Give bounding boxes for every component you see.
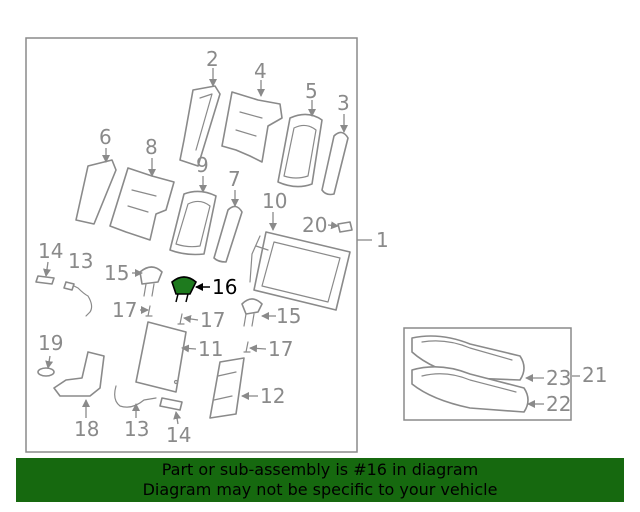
callout-15-right: 15 <box>276 304 301 328</box>
callout-17-middle: 17 <box>200 308 225 332</box>
part-9-back-cover <box>169 190 217 256</box>
callout-23: 23 <box>546 366 571 390</box>
part-14-upper-clip <box>35 275 55 285</box>
callout-19: 19 <box>38 331 63 355</box>
parts-diagram: 2 4 5 3 6 8 9 7 10 20 1 14 13 15 16 17 1… <box>25 37 607 453</box>
part-13-upper-cable <box>63 281 93 317</box>
cushion-assembly-frame <box>403 327 572 421</box>
callout-14-upper: 14 <box>38 239 63 263</box>
callout-12: 12 <box>260 384 285 408</box>
callout-11: 11 <box>198 337 223 361</box>
callout-18: 18 <box>74 417 99 441</box>
callout-3: 3 <box>337 91 350 115</box>
callout-2: 2 <box>206 47 219 71</box>
callout-10: 10 <box>262 189 287 213</box>
callout-1: 1 <box>376 228 389 252</box>
part-15-right-guide <box>241 298 263 327</box>
callout-4: 4 <box>254 59 267 83</box>
callout-13-upper: 13 <box>68 249 93 273</box>
callout-20: 20 <box>302 213 327 237</box>
callout-5: 5 <box>305 79 318 103</box>
callout-9: 9 <box>196 153 209 177</box>
part-17-pins <box>145 305 251 353</box>
part-8-back-pad <box>109 167 175 241</box>
callout-6: 6 <box>99 125 112 149</box>
callout-17-left: 17 <box>112 298 137 322</box>
callout-7: 7 <box>228 167 241 191</box>
callout-15-left: 15 <box>104 261 129 285</box>
callout-16: 16 <box>212 275 237 299</box>
part-16-highlighted-guide <box>171 276 197 303</box>
part-7-bolster <box>213 205 243 263</box>
callout-17-right: 17 <box>268 337 293 361</box>
part-3-bolster <box>321 131 349 196</box>
part-23-cushion-cover <box>411 335 525 381</box>
callout-labels: 2 4 5 3 6 8 9 7 10 20 1 14 13 15 16 17 1… <box>38 47 607 447</box>
leaders <box>43 68 580 425</box>
banner-line-1: Part or sub-assembly is #16 in diagram <box>161 460 479 479</box>
part-11-back-board <box>135 321 187 393</box>
main-assembly-frame <box>25 37 358 453</box>
part-10-back-frame <box>249 231 351 311</box>
callout-13-lower: 13 <box>124 417 149 441</box>
callout-8: 8 <box>145 135 158 159</box>
banner-line-2: Diagram may not be specific to your vehi… <box>142 480 498 499</box>
callout-21: 21 <box>582 363 607 387</box>
callout-14-lower: 14 <box>166 423 191 447</box>
part-6-side-bolster <box>75 159 117 225</box>
part-4-back-pad <box>221 91 283 163</box>
part-14-lower-clip <box>159 397 183 411</box>
part-12-side-panel <box>209 357 245 419</box>
callout-22: 22 <box>546 392 571 416</box>
info-banner: Part or sub-assembly is #16 in diagram D… <box>16 458 624 502</box>
part-18-cushion-base <box>53 351 105 397</box>
part-19-button <box>37 367 55 377</box>
part-5-back-cover <box>277 113 323 188</box>
part-13-lower-cable <box>114 385 157 408</box>
part-20-clip <box>337 221 353 233</box>
part-15-left-guide <box>139 266 163 297</box>
